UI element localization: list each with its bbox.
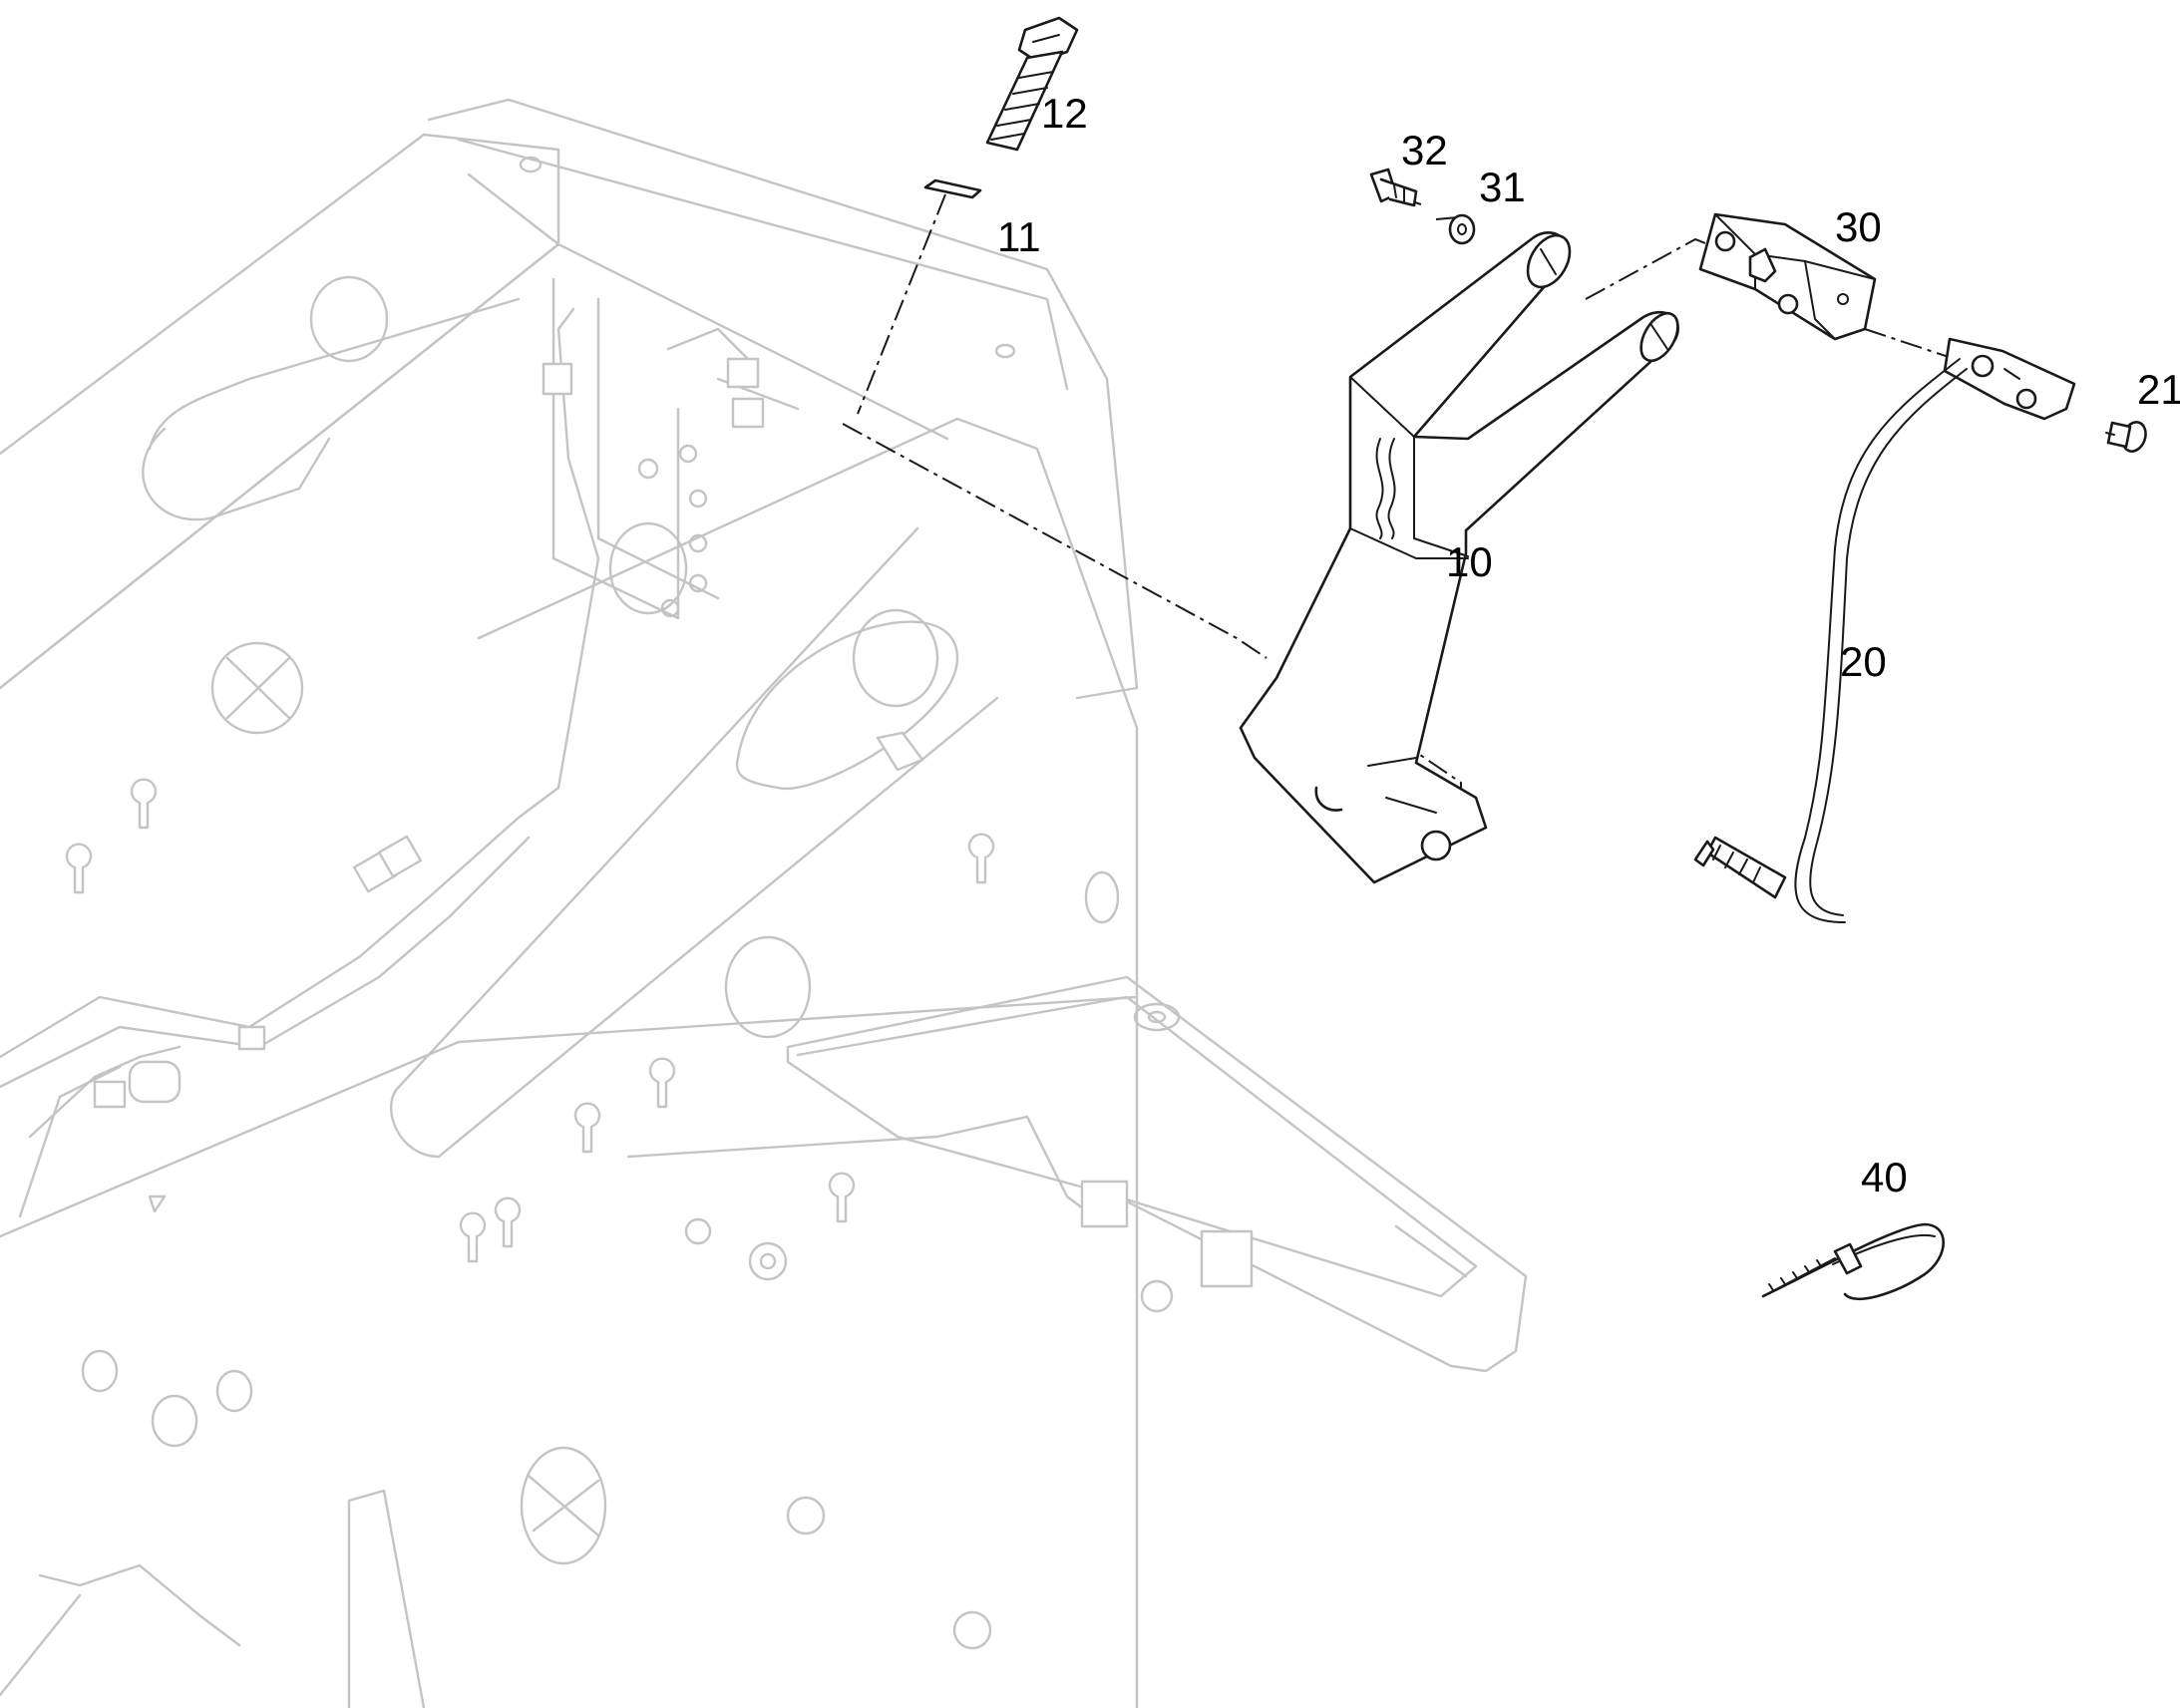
cable-tie-part-40[interactable] (1761, 1222, 1946, 1301)
screw-part-32[interactable] (1369, 168, 1418, 207)
screw-part-21[interactable] (2105, 419, 2149, 455)
callout-32: 32 (1401, 127, 1448, 173)
callout-labels: 12 11 32 31 30 21 10 20 40 (997, 90, 2180, 1200)
washer-part-11[interactable] (923, 178, 982, 199)
clamp-part-30[interactable] (1698, 212, 1877, 341)
callout-40: 40 (1861, 1154, 1908, 1200)
callout-12: 12 (1041, 90, 1088, 137)
callout-11: 11 (997, 213, 1041, 260)
bracket-part-10[interactable] (1239, 228, 1685, 884)
bolt-part-12[interactable] (985, 16, 1079, 152)
callout-21: 21 (2137, 366, 2180, 413)
sensor-part-20[interactable] (1693, 337, 2076, 923)
callout-20: 20 (1840, 638, 1887, 685)
machine-frame (0, 98, 1528, 1708)
callout-10: 10 (1446, 538, 1493, 585)
washer-part-31[interactable] (1448, 213, 1476, 245)
callout-30: 30 (1835, 203, 1882, 250)
callout-31: 31 (1479, 164, 1526, 210)
